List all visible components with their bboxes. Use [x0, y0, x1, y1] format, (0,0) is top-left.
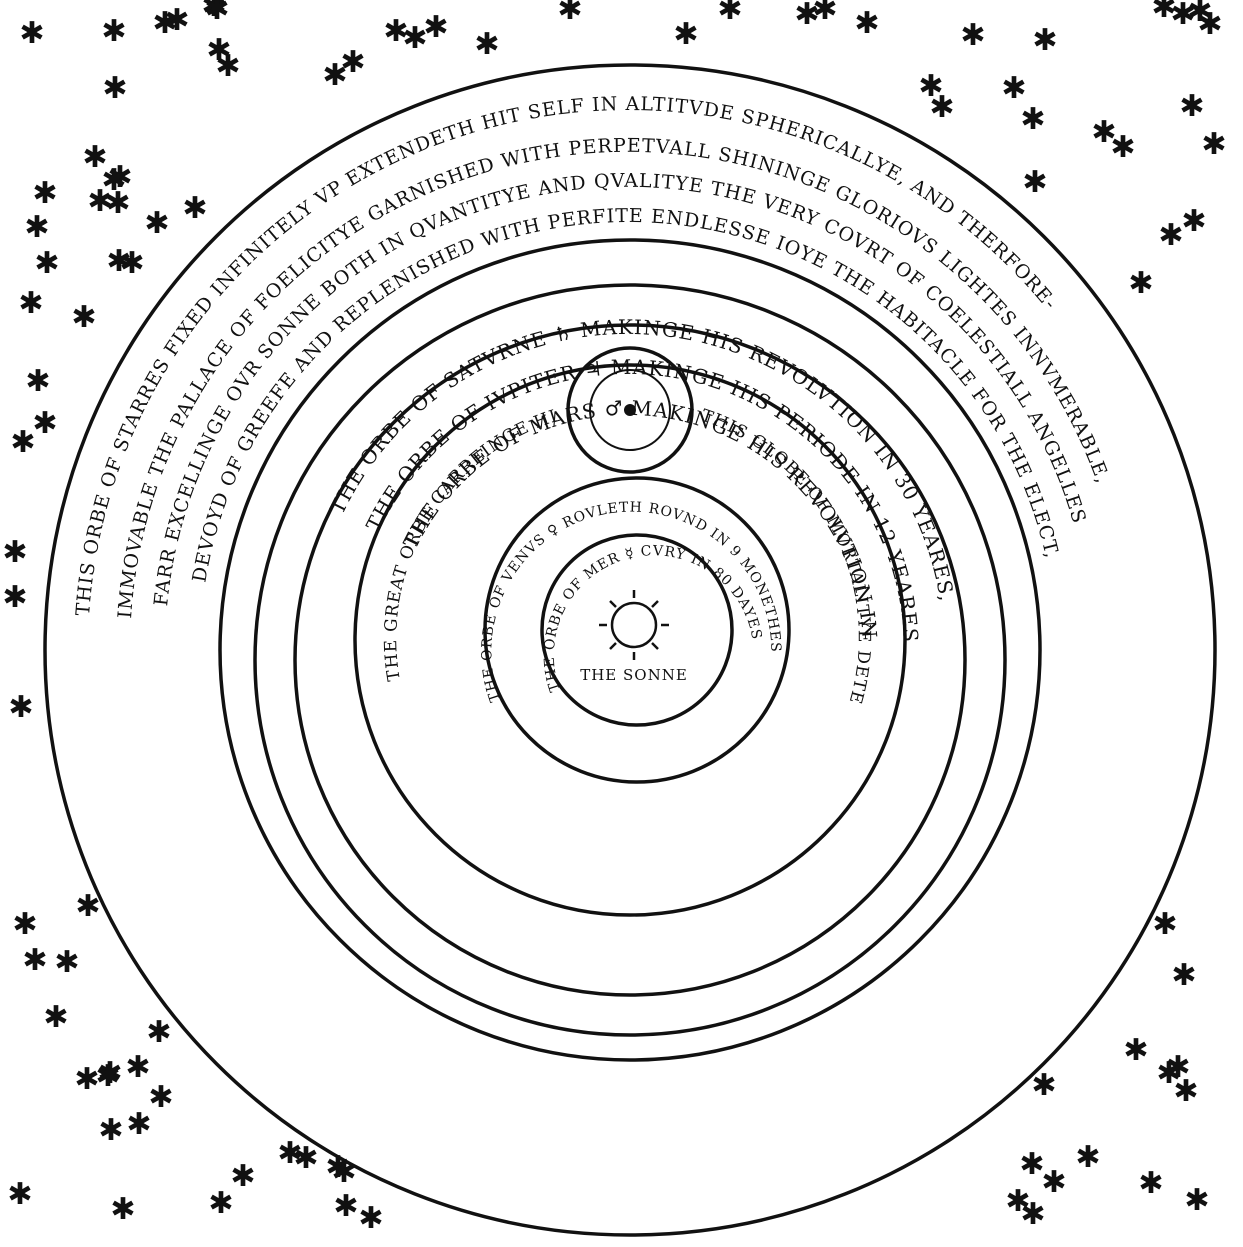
star-icon: ✱ — [110, 1192, 135, 1227]
star-icon: ✱ — [812, 0, 837, 27]
star-icon: ✱ — [32, 176, 57, 211]
star-icon: ✱ — [1041, 1165, 1066, 1200]
star-icon: ✱ — [12, 907, 37, 942]
star-icon: ✱ — [277, 1136, 302, 1171]
star-icon: ✱ — [101, 14, 126, 49]
star-icon: ✱ — [1001, 71, 1026, 106]
star-icon: ✱ — [2, 535, 27, 570]
star-icon: ✱ — [1075, 1140, 1100, 1175]
star-icon: ✱ — [1123, 1033, 1148, 1068]
star-icon: ✱ — [340, 45, 365, 80]
star-icon: ✱ — [230, 1159, 255, 1194]
star-icon: ✱ — [146, 1015, 171, 1050]
venus-ring — [485, 478, 789, 782]
star-icon: ✱ — [8, 690, 33, 725]
star-icon: ✱ — [1171, 958, 1196, 993]
star-icon: ✱ — [82, 140, 107, 175]
star-icon: ✱ — [1138, 1166, 1163, 1201]
star-icon: ✱ — [126, 1107, 151, 1142]
star-icon: ✱ — [474, 27, 499, 62]
star-icon: ✱ — [1170, 0, 1195, 32]
star-icon: ✱ — [19, 16, 44, 51]
star-icon: ✱ — [960, 18, 985, 53]
star-icon: ✱ — [148, 1080, 173, 1115]
star-icon: ✱ — [144, 206, 169, 241]
star-icon: ✱ — [182, 191, 207, 226]
star-icon: ✱ — [1022, 165, 1047, 200]
star-icon: ✱ — [423, 10, 448, 45]
sun-icon — [599, 590, 669, 660]
star-icon: ✱ — [34, 246, 59, 281]
star-icon: ✱ — [333, 1189, 358, 1224]
sun-label: THE SONNE — [580, 666, 688, 684]
star-icon: ✱ — [1184, 1183, 1209, 1218]
star-icon: ✱ — [102, 71, 127, 106]
star-icon: ✱ — [1032, 23, 1057, 58]
star-icon: ✱ — [717, 0, 742, 27]
star-icon: ✱ — [71, 300, 96, 335]
star-icon: ✱ — [1005, 1184, 1030, 1219]
star-icon: ✱ — [87, 184, 112, 219]
star-icon: ✱ — [1201, 127, 1226, 162]
star-icon: ✱ — [119, 246, 144, 281]
star-icon: ✱ — [1158, 218, 1183, 253]
star-icon: ✱ — [557, 0, 582, 27]
star-icon: ✱ — [1020, 102, 1045, 137]
star-icon: ✱ — [74, 1062, 99, 1097]
star-icon: ✱ — [2, 580, 27, 615]
star-icon: ✱ — [7, 1177, 32, 1212]
star-icon: ✱ — [54, 945, 79, 980]
star-icon: ✱ — [1019, 1147, 1044, 1182]
star-icon: ✱ — [25, 364, 50, 399]
star-icon: ✱ — [125, 1050, 150, 1085]
star-icon: ✱ — [204, 0, 229, 27]
star-icon: ✱ — [1179, 89, 1204, 124]
star-icon: ✱ — [673, 17, 698, 52]
star-icon: ✱ — [1197, 7, 1222, 42]
star-icon: ✱ — [1110, 130, 1135, 165]
star-icon: ✱ — [358, 1201, 383, 1236]
star-icon: ✱ — [152, 6, 177, 41]
star-icon: ✱ — [24, 210, 49, 245]
star-icon: ✱ — [32, 406, 57, 441]
star-icon: ✱ — [929, 90, 954, 125]
star-icon: ✱ — [1128, 266, 1153, 301]
star-icon: ✱ — [43, 1000, 68, 1035]
star-icon: ✱ — [1152, 907, 1177, 942]
star-icon: ✱ — [206, 33, 231, 68]
star-icon: ✱ — [22, 943, 47, 978]
star-icon: ✱ — [98, 1113, 123, 1148]
star-icon: ✱ — [854, 6, 879, 41]
star-icon: ✱ — [1181, 204, 1206, 239]
star-icon: ✱ — [1156, 1056, 1181, 1091]
star-icon: ✱ — [18, 286, 43, 321]
